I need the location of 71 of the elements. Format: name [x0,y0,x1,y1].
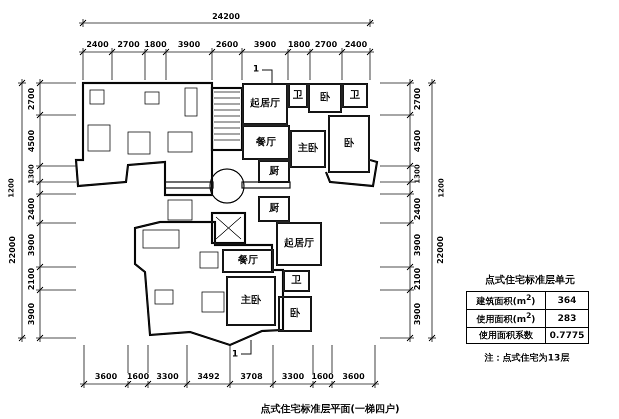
room-label: 起居厅 [284,239,314,249]
room-label: 厨 [269,204,279,214]
room-outline [258,160,290,183]
room-label: 卧 [290,309,300,319]
dimension-text: 2100 [414,266,422,291]
table-cell: 使用面积系数 [466,328,546,344]
room-label: 主卧 [241,296,261,306]
room-outline [290,130,326,168]
dimension-text: 3900 [414,232,422,258]
table-cell: 364 [546,292,588,310]
dimension-text: 1600 [126,373,150,381]
dimension-text: 3900 [28,232,36,258]
dimension-text: 2400 [85,41,110,49]
dimension-text: 2400 [28,196,36,221]
dimension-text: 3900 [28,302,36,326]
room-label: 卧 [320,93,330,103]
dimension-text: 3600 [94,373,118,381]
room-outline [258,196,290,222]
dimension-text: 3900 [414,302,422,326]
dimension-text: 4500 [414,128,422,153]
table-cell: 283 [546,310,588,328]
dimension-text: 3900 [252,41,278,49]
dimension-text: 2700 [414,86,422,112]
dimension-text: 3708 [239,373,264,381]
dimension-text: 1600 [310,373,335,381]
room-label: 卧 [344,139,354,149]
dimension-text: 2600 [214,41,240,49]
dimension-text: 2100 [28,266,36,291]
section-number: 1 [232,350,238,360]
room-outline [278,296,312,332]
room-outline [226,276,276,326]
dimension-text: 3300 [280,373,306,381]
room-outline [308,83,342,113]
caption: 点式住宅标准层平面(一梯四户) [260,405,400,415]
dimension-text: 24200 [211,13,241,21]
table-cell: 0.7775 [546,328,588,344]
note-text: 注：点式住宅为13层 [484,354,570,364]
table-cell: 使用面积(m$^{2}$) [466,310,546,328]
room-outline [283,270,310,292]
dimension-text: 3492 [196,373,221,381]
room-label: 卫 [293,90,303,100]
room-label: 主卧 [298,144,318,154]
room-outline [242,125,290,160]
dimension-text: 2700 [116,41,141,49]
room-outline [328,115,370,173]
dimension-text: 22000 [437,235,445,265]
dimension-text: 2400 [414,196,422,221]
room-outline [276,222,322,266]
room-label: 餐厅 [238,256,258,266]
table-cell: 建筑面积(m$^{2}$) [466,292,546,310]
dimension-text: 22000 [9,235,17,265]
dimension-text: 1800 [143,41,168,49]
room-label: 卫 [350,90,360,100]
room-label: 起居厅 [250,99,280,109]
dimension-text: 2400 [344,41,368,49]
table-title: 点式住宅标准层单元 [485,276,575,286]
section-number: 1 [252,66,260,74]
room-label: 餐厅 [256,138,276,148]
room-outline [242,83,288,125]
dimension-text: 2700 [314,41,338,49]
dimension-text: 3900 [176,41,202,49]
room-label: 卫 [292,276,302,286]
room-outline [342,83,368,108]
dimension-text: 2700 [28,86,36,112]
room-outline [288,83,308,108]
room-label: 厨 [269,166,279,176]
dimension-text: 3600 [341,373,366,381]
dimension-text: 4500 [28,128,36,153]
room-outline [222,249,274,273]
dimension-text: 1800 [286,41,312,49]
dimension-text: 3300 [155,373,180,381]
